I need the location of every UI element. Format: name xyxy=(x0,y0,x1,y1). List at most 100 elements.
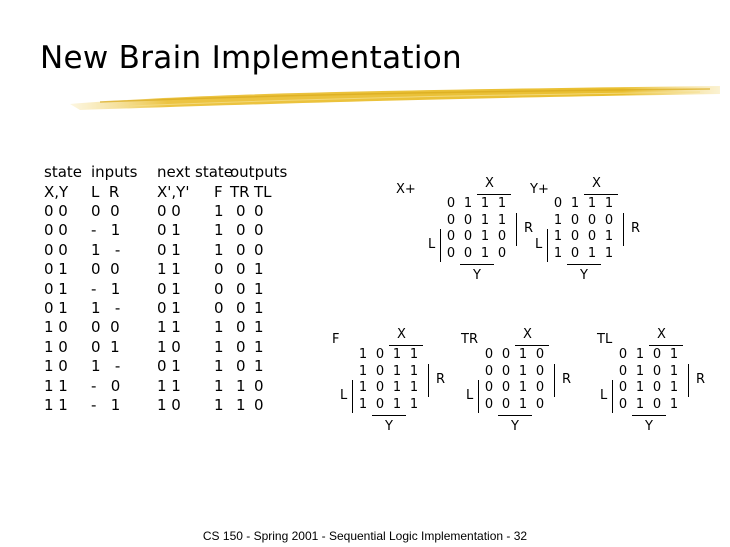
row-2-out-tr: 0 xyxy=(236,240,246,259)
row-4-inputs: - 1 xyxy=(91,279,121,298)
row-4-out-tr: 0 xyxy=(236,279,246,298)
kmap-4-name: TL xyxy=(597,332,613,347)
row-5-inputs: 1 - xyxy=(91,299,121,317)
header-xy: X,Y xyxy=(44,183,69,201)
kmap-3-cell: 0 xyxy=(501,380,511,395)
row-0-out-f: 1 xyxy=(214,202,224,220)
kmap-3-cell: 0 xyxy=(501,363,511,379)
kmap-3-l-label: L xyxy=(466,388,474,403)
header-next-xy: X',Y' xyxy=(157,183,190,201)
kmap-4-cell: 0 xyxy=(652,396,662,412)
kmap-2-cell: 1 xyxy=(358,347,368,362)
slide-footer: CS 150 - Spring 2001 - Sequential Logic … xyxy=(202,529,528,543)
kmap-3-x-label: X xyxy=(523,327,532,342)
kmap-4-cell: 1 xyxy=(635,363,645,379)
row-3-out-tr: 0 xyxy=(236,260,246,279)
kmap-1-r-label: R xyxy=(631,220,641,236)
row-4-state: 0 1 xyxy=(44,279,68,298)
kmap-3-l-bracket xyxy=(478,380,479,413)
kmap-0-y-label: Y xyxy=(473,268,481,283)
kmap-1-cell: 0 xyxy=(553,196,563,211)
kmap-2-l-label: L xyxy=(340,388,348,403)
kmap-3-cell: 1 xyxy=(518,347,528,362)
row-6-out-tr: 0 xyxy=(236,318,246,337)
row-8-next-state: 0 1 xyxy=(157,357,181,376)
row-7-out-f: 1 xyxy=(214,337,224,356)
kmap-4-cell: 0 xyxy=(618,380,628,395)
kmap-0-y-bracket xyxy=(460,264,494,265)
header-tr: TR xyxy=(230,183,250,201)
kmap-1-cell: 1 xyxy=(570,196,580,211)
row-4-out-tl: 1 xyxy=(254,279,264,298)
row-1-inputs: - 1 xyxy=(91,221,121,240)
row-3-inputs: 0 0 xyxy=(91,260,120,279)
kmap-1-name: Y+ xyxy=(530,182,549,197)
kmap-4-cell: 0 xyxy=(652,363,662,379)
kmap-2-cell: 1 xyxy=(358,396,368,412)
kmap-0-cell: 1 xyxy=(480,212,490,228)
kmap-0-r-label: R xyxy=(524,220,534,236)
kmap-2-name: F xyxy=(332,332,340,347)
kmap-4-cell: 1 xyxy=(669,347,679,362)
row-8-inputs: 1 - xyxy=(91,357,121,376)
kmap-2-cell: 1 xyxy=(392,363,402,379)
kmap-3-cell: 0 xyxy=(484,347,494,362)
kmap-0-cell: 0 xyxy=(463,229,473,244)
header-f: F xyxy=(214,183,223,201)
kmap-1-l-label: L xyxy=(535,237,543,252)
kmap-4-cell: 1 xyxy=(635,396,645,412)
kmap-4-cell: 1 xyxy=(669,363,679,379)
row-7-next-state: 1 0 xyxy=(157,337,181,356)
row-5-state: 0 1 xyxy=(44,299,68,317)
kmap-4-cell: 0 xyxy=(618,363,628,379)
row-7-out-tr: 0 xyxy=(236,337,246,356)
row-9-state: 1 1 xyxy=(44,376,68,395)
kmap-1-cell: 0 xyxy=(587,229,597,244)
row-2-out-tl: 0 xyxy=(254,240,264,259)
kmap-4-cell: 0 xyxy=(618,347,628,362)
kmap-0-cell: 1 xyxy=(480,196,490,211)
row-8-out-tr: 0 xyxy=(236,357,246,376)
kmap-2-cell: 1 xyxy=(392,396,402,412)
row-6-state: 1 0 xyxy=(44,318,68,337)
kmap-4-cell: 1 xyxy=(635,347,645,362)
row-5-out-tr: 0 xyxy=(236,299,246,317)
row-9-next-state: 1 1 xyxy=(157,376,181,395)
kmap-2-y-bracket xyxy=(372,415,406,416)
row-2-out-f: 1 xyxy=(214,240,224,259)
kmap-2-x-label: X xyxy=(397,327,406,342)
header-lr: L R xyxy=(91,183,120,201)
row-3-next-state: 1 1 xyxy=(157,260,181,279)
kmap-3-cell: 0 xyxy=(501,347,511,362)
kmap-1-cell: 0 xyxy=(587,212,597,228)
row-3-out-tl: 1 xyxy=(254,260,264,279)
kmap-4-r-label: R xyxy=(696,371,706,387)
kmap-1-cell: 1 xyxy=(553,245,563,261)
highlighter-stroke xyxy=(70,86,720,110)
row-10-out-tl: 0 xyxy=(254,396,264,414)
row-3-state: 0 1 xyxy=(44,260,68,279)
kmap-1-cell: 0 xyxy=(604,212,614,228)
row-3-out-f: 0 xyxy=(214,260,224,279)
kmap-3-cell: 0 xyxy=(535,347,545,362)
row-7-state: 1 0 xyxy=(44,337,68,356)
row-6-inputs: 0 0 xyxy=(91,318,120,337)
kmap-0-r-bracket xyxy=(516,212,517,246)
kmap-3-name: TR xyxy=(461,332,478,347)
row-9-out-f: 1 xyxy=(214,376,224,395)
kmap-3-x-bracket xyxy=(515,345,549,346)
row-5-next-state: 0 1 xyxy=(157,299,181,317)
row-8-out-tl: 1 xyxy=(254,357,264,376)
kmap-0-cell: 0 xyxy=(446,245,456,261)
kmap-2-cell: 0 xyxy=(375,347,385,362)
row-9-out-tr: 1 xyxy=(236,376,246,395)
kmap-1-cell: 0 xyxy=(570,229,580,244)
kmap-2-cell: 1 xyxy=(409,363,419,379)
kmap-1-y-bracket xyxy=(567,264,601,265)
kmap-3-cell: 1 xyxy=(518,363,528,379)
kmap-3-cell: 0 xyxy=(484,380,494,395)
kmap-0-x-bracket xyxy=(477,194,511,195)
kmap-2-cell: 1 xyxy=(409,347,419,362)
kmap-2-r-bracket xyxy=(428,363,429,397)
row-1-out-f: 1 xyxy=(214,221,224,240)
